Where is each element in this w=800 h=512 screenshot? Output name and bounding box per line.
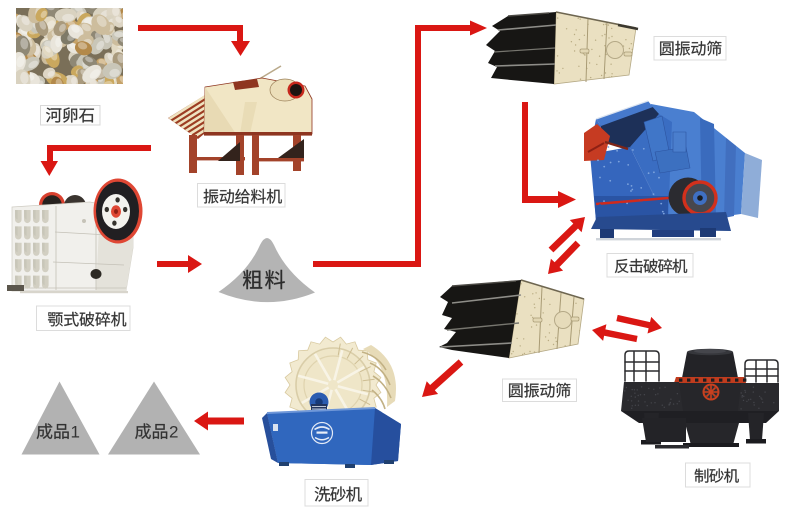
svg-text:1: 1 <box>71 423 80 442</box>
svg-text:2: 2 <box>169 423 178 442</box>
